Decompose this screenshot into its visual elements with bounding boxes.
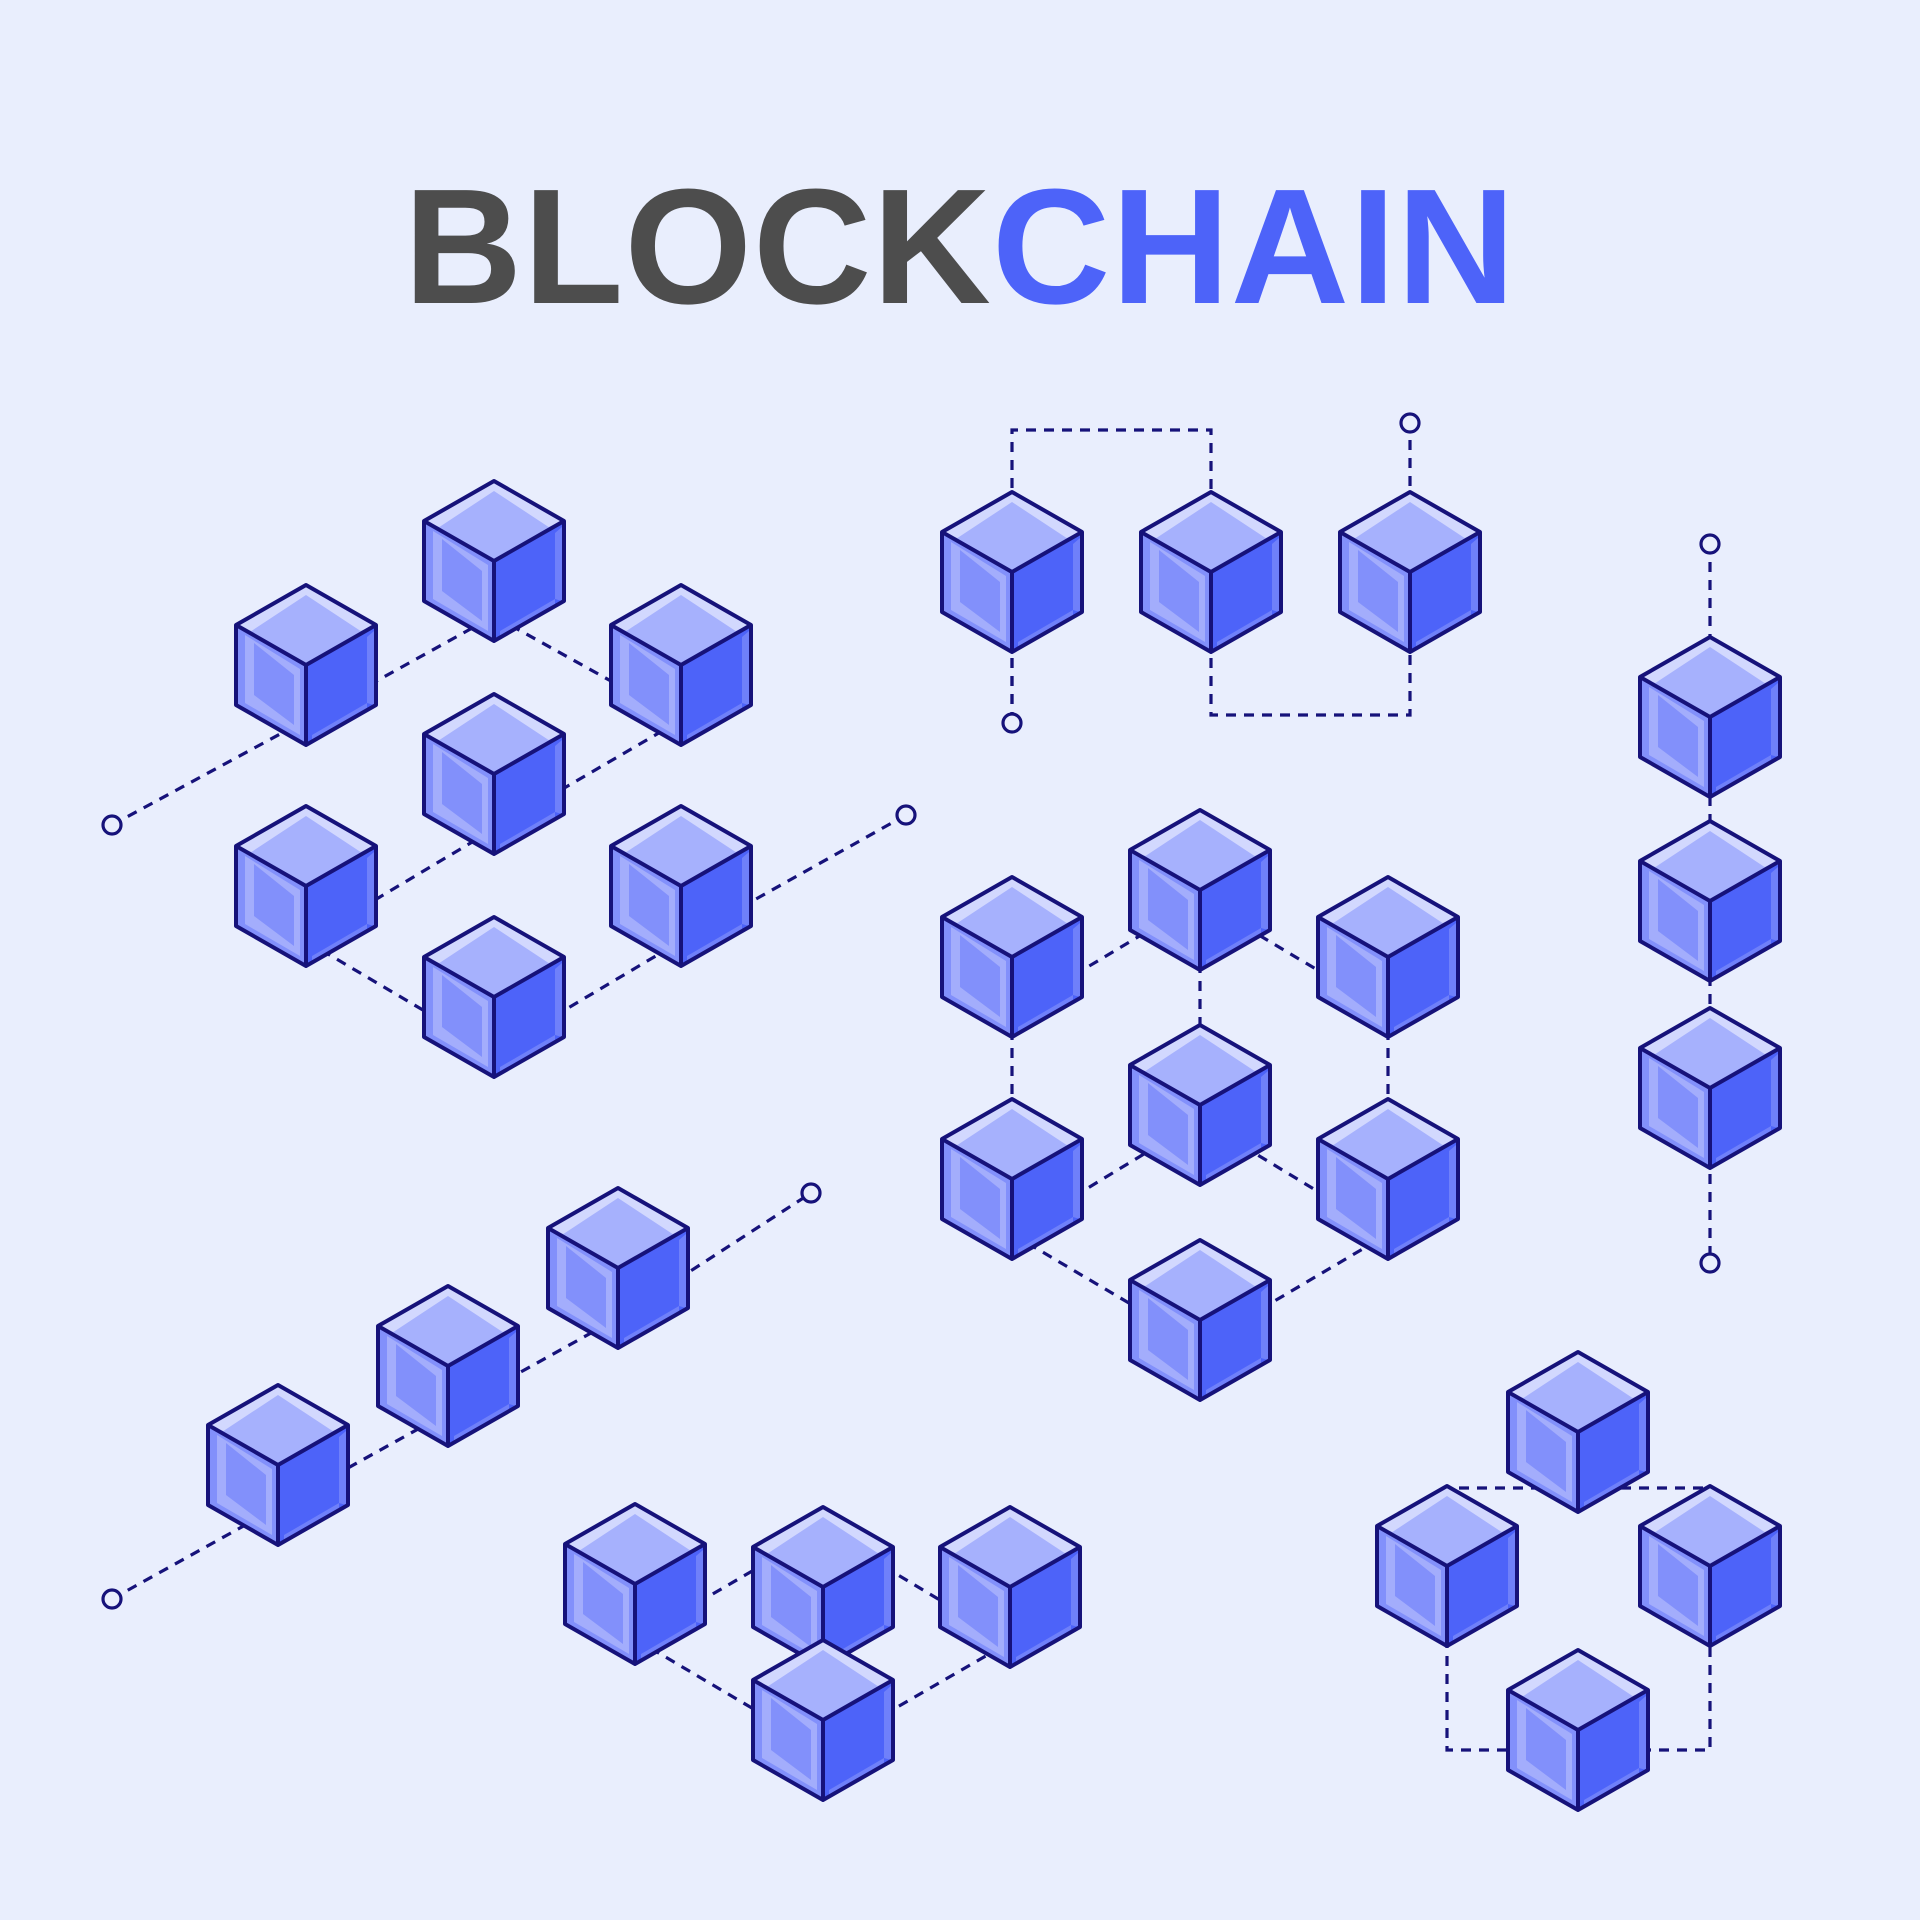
cube-icon [546,1186,690,1350]
cube-icon [234,804,378,968]
node-circle-icon [101,814,123,836]
cube-icon [940,490,1084,654]
cube-icon [751,1505,895,1669]
node-circle-icon [800,1182,822,1204]
chain-link-line [111,718,307,827]
cube-icon [1128,1238,1272,1402]
cube-icon [1316,1097,1460,1261]
title-part-block: BLOCK [403,155,992,338]
cube-icon [1638,635,1782,799]
cube-icon [609,583,753,747]
cube-icon [609,804,753,968]
chain-link-line [1209,640,1412,717]
chain-blocks [206,479,1782,1812]
node-circle-icon [1699,1252,1721,1274]
cube-icon [1139,490,1283,654]
cube-icon [422,479,566,643]
cube-icon [1506,1648,1650,1812]
node-circle-icon [1699,533,1721,555]
cube-icon [938,1505,1082,1669]
cube-icon [1316,875,1460,1039]
cube-icon [1638,819,1782,983]
cube-icon [206,1383,350,1547]
cube-icon [940,875,1084,1039]
cube-icon [751,1638,895,1802]
cube-icon [1338,490,1482,654]
cube-icon [234,583,378,747]
title-part-chain: CHAIN [991,155,1517,338]
cube-icon [376,1284,520,1448]
cube-icon [422,692,566,856]
node-circle-icon [1399,412,1421,434]
cube-icon [563,1502,707,1666]
cube-icon [1375,1484,1519,1648]
node-circle-icon [101,1588,123,1610]
cube-icon [1638,1006,1782,1170]
chain-link-line [305,813,907,1054]
node-circle-icon [895,804,917,826]
page-title: BLOCKCHAIN [0,165,1920,329]
node-circle-icon [1001,712,1023,734]
cube-icon [1638,1484,1782,1648]
cube-icon [1506,1350,1650,1514]
cube-icon [940,1097,1084,1261]
cube-icon [422,915,566,1079]
cube-icon [1128,808,1272,972]
cube-icon [1128,1023,1272,1187]
